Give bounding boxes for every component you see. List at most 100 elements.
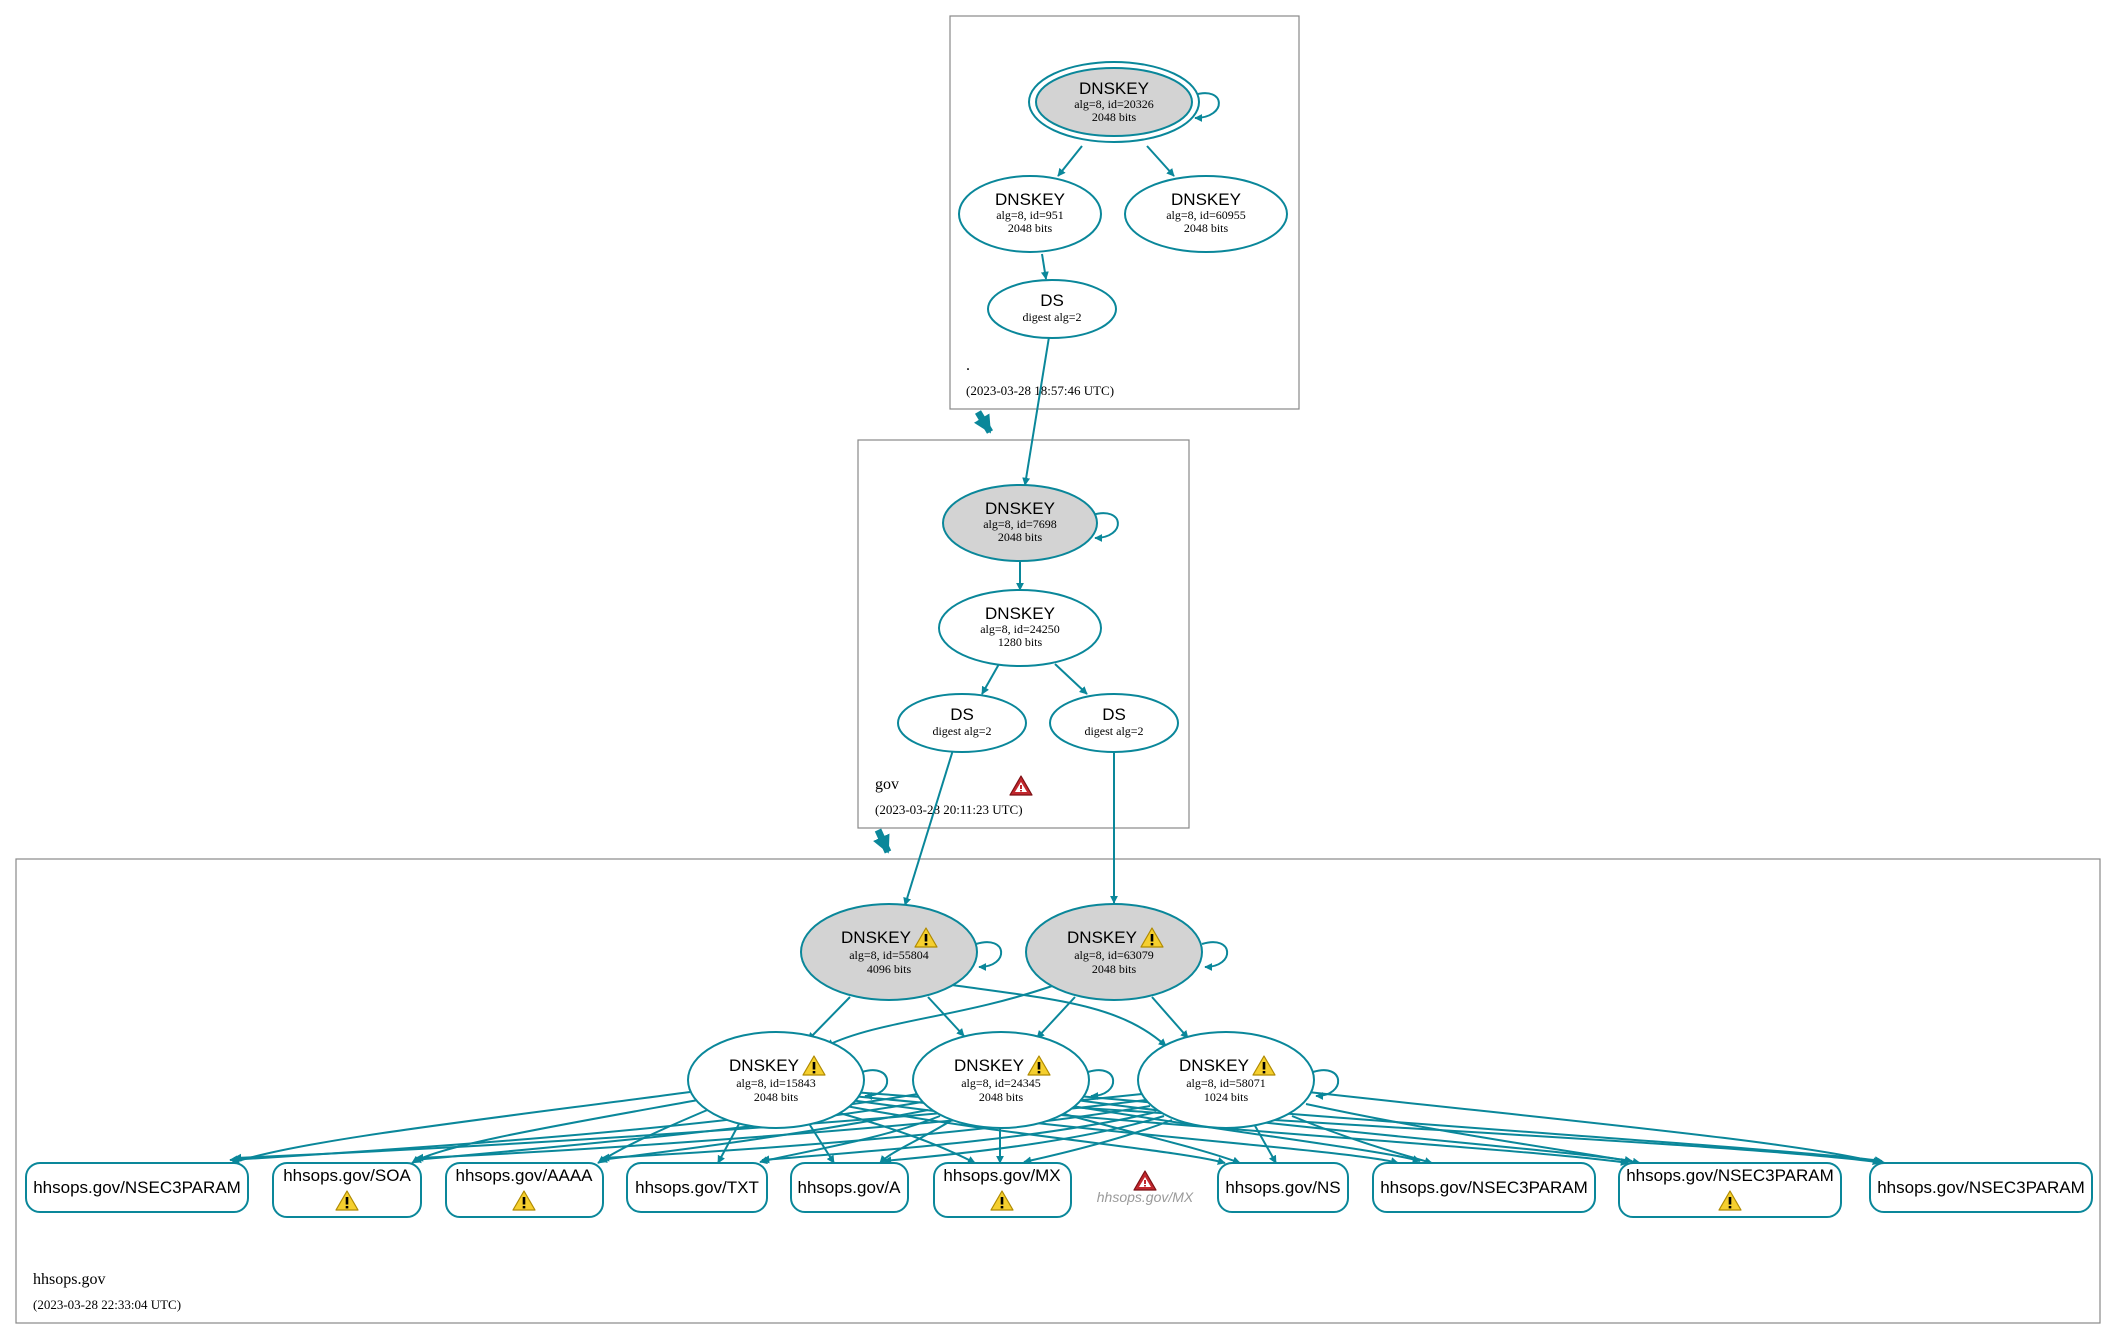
edge-zsk1-r2: [411, 1099, 699, 1164]
edge-self-hh-ksk1: [975, 941, 1003, 971]
gov-zsk-title: DNSKEY: [985, 604, 1055, 623]
hh-zsk2-bits: 2048 bits: [979, 1090, 1024, 1104]
gov-zsk-node[interactable]: DNSKEY alg=8, id=24250 1280 bits: [938, 589, 1102, 667]
gov-zsk-info: alg=8, id=24250: [980, 622, 1060, 636]
edge-self-gov-ksk: [1091, 512, 1119, 542]
root-ksk-title: DNSKEY: [1079, 79, 1149, 98]
hh-zsk2-node[interactable]: DNSKEY alg=8, id=24345 2048 bits: [912, 1031, 1090, 1129]
edge-hh-ksk1-zsk2: [927, 996, 965, 1037]
rrset-node[interactable]: hhsops.gov/SOA: [272, 1162, 422, 1218]
rrset-node[interactable]: hhsops.gov/NSEC3PARAM: [1618, 1162, 1842, 1218]
gov-ds1-node[interactable]: DS digest alg=2: [897, 693, 1027, 753]
edge-hh-ksk1-zsk3: [951, 984, 1167, 1047]
gov-ksk-node[interactable]: DNSKEY alg=8, id=7698 2048 bits: [942, 484, 1098, 562]
edge-hh-ksk2-zsk1: [825, 984, 1056, 1047]
gov-ds2-digest: digest alg=2: [1084, 724, 1143, 738]
root-zsk1-node[interactable]: DNSKEY alg=8, id=951 2048 bits: [958, 175, 1102, 253]
gov-ksk-bits: 2048 bits: [998, 530, 1043, 544]
hh-ksk1-bits: 4096 bits: [867, 962, 912, 976]
hh-zsk2-info: alg=8, id=24345: [961, 1076, 1041, 1090]
edge-zsk3-r10: [1307, 1091, 1881, 1166]
edge-hh-ksk2-zsk2: [1036, 996, 1076, 1039]
zone-gov-timestamp: (2023-03-28 20:11:23 UTC): [875, 802, 1023, 817]
edge-self-hh-zsk1: [861, 1069, 889, 1100]
rrset-label: hhsops.gov/NSEC3PARAM: [33, 1178, 241, 1197]
hh-zsk2-title: DNSKEY: [954, 1056, 1024, 1075]
hh-zsk1-info: alg=8, id=15843: [736, 1076, 816, 1090]
ghost-rrset-label: hhsops.gov/MX: [1097, 1189, 1194, 1205]
gov-ds1-title: DS: [950, 705, 974, 724]
edge-zsk2-r7: [1063, 1113, 1241, 1165]
gov-ds2-node[interactable]: DS digest alg=2: [1049, 693, 1179, 753]
root-ds-digest: digest alg=2: [1022, 310, 1081, 324]
gov-ds2-title: DS: [1102, 705, 1126, 724]
hh-zsk3-info: alg=8, id=58071: [1186, 1076, 1266, 1090]
rrset-label: hhsops.gov/AAAA: [455, 1166, 593, 1185]
edge-zsk1-r1: [231, 1091, 691, 1165]
root-ds-node[interactable]: DS digest alg=2: [987, 279, 1117, 339]
hh-ksk1-info: alg=8, id=55804: [849, 948, 929, 962]
zone-hhsops-timestamp: (2023-03-28 22:33:04 UTC): [33, 1297, 181, 1312]
rrset-label: hhsops.gov/TXT: [635, 1178, 759, 1197]
edge-self-hh-zsk3: [1312, 1069, 1340, 1100]
edge-zsk1-r5: [807, 1121, 835, 1164]
edge-zsk3-r8: [1291, 1115, 1433, 1165]
rrset-node[interactable]: hhsops.gov/NSEC3PARAM: [25, 1162, 249, 1213]
root-zsk2-info: alg=8, id=60955: [1166, 208, 1246, 222]
edge-root-zsk1-ds: [1040, 253, 1049, 280]
hh-zsk3-bits: 1024 bits: [1204, 1090, 1249, 1104]
rrset-node[interactable]: hhsops.gov/NS: [1217, 1162, 1349, 1213]
hh-zsk1-node[interactable]: DNSKEY alg=8, id=15843 2048 bits: [687, 1031, 865, 1129]
gov-ksk-title: DNSKEY: [985, 499, 1055, 518]
edge-gov-zsk-ds2: [1054, 663, 1088, 695]
edge-zsk3-r4: [761, 1111, 1157, 1164]
edge-gov-zsk-ds1: [981, 663, 1000, 695]
root-zsk1-info: alg=8, id=951: [996, 208, 1064, 222]
rrset-label: hhsops.gov/MX: [943, 1166, 1060, 1185]
rrset-node[interactable]: hhsops.gov/A: [790, 1162, 909, 1213]
rrset-node[interactable]: hhsops.gov/TXT: [626, 1162, 768, 1213]
rrset-label: hhsops.gov/A: [797, 1178, 901, 1197]
delegation-edges: [873, 410, 994, 854]
root-ksk-node[interactable]: DNSKEY alg=8, id=20326 2048 bits: [1028, 61, 1200, 143]
hh-zsk1-title: DNSKEY: [729, 1056, 799, 1075]
hh-zsk1-bits: 2048 bits: [754, 1090, 799, 1104]
root-zsk2-bits: 2048 bits: [1184, 221, 1229, 235]
hh-zsk3-title: DNSKEY: [1179, 1056, 1249, 1075]
hh-zsk3-node[interactable]: DNSKEY alg=8, id=58071 1024 bits: [1137, 1031, 1315, 1129]
hh-ksk2-title: DNSKEY: [1067, 928, 1137, 947]
root-ds-title: DS: [1040, 291, 1064, 310]
edge-zsk3-r6: [1023, 1119, 1173, 1165]
edge-root-ksk-zsk1: [1057, 145, 1083, 177]
edge-root-ds-gov-ksk: [1022, 336, 1050, 486]
rrset-label: hhsops.gov/NSEC3PARAM: [1877, 1178, 2085, 1197]
rrset-node[interactable]: hhsops.gov/NSEC3PARAM: [1869, 1162, 2093, 1213]
rrset-label: hhsops.gov/SOA: [283, 1166, 411, 1185]
zone-root-name: .: [966, 357, 970, 374]
edge-zsk3-r7: [1253, 1123, 1277, 1164]
root-zsk1-bits: 2048 bits: [1008, 221, 1053, 235]
delegation-arrow-gov-hhsops: [873, 828, 892, 854]
gov-zsk-bits: 1280 bits: [998, 635, 1043, 649]
edge-hh-ksk2-zsk3: [1151, 996, 1189, 1039]
hh-ksk1-node[interactable]: DNSKEY alg=8, id=55804 4096 bits: [800, 903, 978, 1001]
edge-root-ksk-zsk2: [1146, 145, 1175, 177]
rrset-label: hhsops.gov/NSEC3PARAM: [1380, 1178, 1588, 1197]
edge-self-root-ksk: [1193, 92, 1220, 122]
rrset-node[interactable]: hhsops.gov/NSEC3PARAM: [1372, 1162, 1596, 1213]
edge-zsk3-r3: [601, 1105, 1151, 1162]
root-zsk2-node[interactable]: DNSKEY alg=8, id=60955 2048 bits: [1124, 175, 1288, 253]
hh-ksk2-node[interactable]: DNSKEY alg=8, id=63079 2048 bits: [1025, 903, 1203, 1001]
ghost-rrset[interactable]: hhsops.gov/MX: [1097, 1170, 1194, 1205]
edge-self-hh-zsk2: [1087, 1069, 1115, 1100]
rrset-label: hhsops.gov/NS: [1225, 1178, 1340, 1197]
root-ksk-bits: 2048 bits: [1092, 110, 1137, 124]
rrset-node[interactable]: hhsops.gov/AAAA: [445, 1162, 604, 1218]
edge-zsk3-r5: [883, 1115, 1165, 1165]
gov-ds1-digest: digest alg=2: [932, 724, 991, 738]
root-ksk-info: alg=8, id=20326: [1074, 97, 1154, 111]
edge-zsk1-r6: [835, 1111, 976, 1164]
rrset-node[interactable]: hhsops.gov/MX: [933, 1162, 1072, 1218]
root-zsk2-title: DNSKEY: [1171, 190, 1241, 209]
edge-self-hh-ksk2: [1201, 941, 1229, 971]
